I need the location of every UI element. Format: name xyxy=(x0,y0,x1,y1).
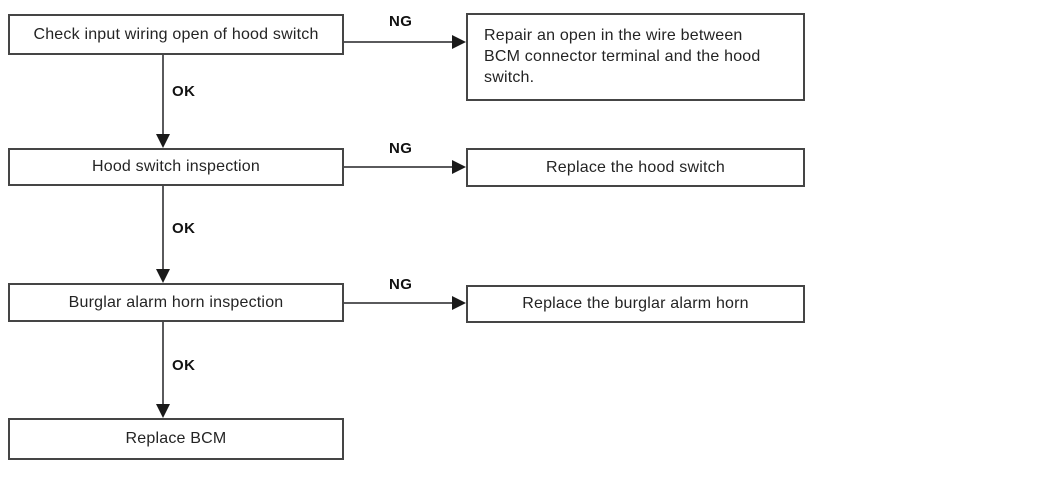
ng-arrowhead-icon-2 xyxy=(452,160,466,174)
ng-result-box-1-line-1: Repair an open in the wire between xyxy=(484,27,743,44)
ok-connector-line-2 xyxy=(162,186,164,271)
step-box-4-label: Replace BCM xyxy=(125,430,227,447)
ok-arrowhead-icon-2 xyxy=(156,269,170,283)
ng-result-box-1-line-2: BCM connector terminal and the hood xyxy=(484,47,761,65)
ng-connector-line-2 xyxy=(344,166,454,168)
ok-label-1: OK xyxy=(172,83,196,100)
step-box-3: Burglar alarm horn inspection xyxy=(8,283,344,322)
step-box-2: Hood switch inspection xyxy=(8,148,344,186)
step-box-2-label: Hood switch inspection xyxy=(91,158,261,175)
ng-result-box-3-label: Replace the burglar alarm horn xyxy=(522,295,749,312)
ok-connector-line-1 xyxy=(162,55,164,136)
step-box-1: Check input wiring open of hood switch xyxy=(8,14,344,55)
step-box-3-label: Burglar alarm horn inspection xyxy=(68,293,284,311)
ng-result-box-2-label: Replace the hood switch xyxy=(546,158,725,176)
ng-label-2: NG xyxy=(389,140,413,157)
ng-connector-line-3 xyxy=(344,302,454,304)
ok-label-3: OK xyxy=(172,357,196,374)
ng-result-box-3: Replace the burglar alarm horn xyxy=(466,285,805,323)
ng-arrowhead-icon-1 xyxy=(452,35,466,49)
ok-arrowhead-icon-3 xyxy=(156,404,170,418)
ng-label-1: NG xyxy=(389,13,413,30)
ng-arrowhead-icon-3 xyxy=(452,296,466,310)
ng-result-box-1-line-3: switch. xyxy=(484,68,535,86)
ok-arrowhead-icon-1 xyxy=(156,134,170,148)
ng-result-box-1: Repair an open in the wire between BCM c… xyxy=(466,13,805,101)
ng-label-3: NG xyxy=(389,276,413,293)
ok-label-2: OK xyxy=(172,220,196,237)
ng-connector-line-1 xyxy=(344,41,454,43)
step-box-1-label: Check input wiring open of hood switch xyxy=(33,25,319,43)
ng-result-box-2: Replace the hood switch xyxy=(466,148,805,187)
ok-connector-line-3 xyxy=(162,322,164,406)
step-box-4: Replace BCM xyxy=(8,418,344,460)
